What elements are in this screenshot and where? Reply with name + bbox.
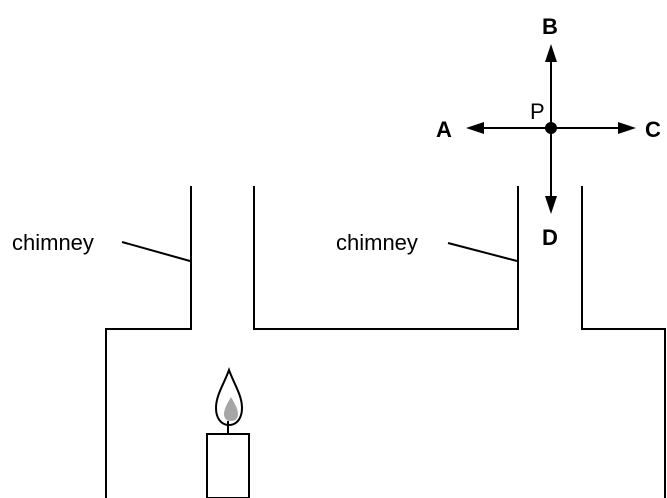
left-chimney-leader-line bbox=[121, 241, 191, 262]
right-chimney-label: chimney bbox=[336, 230, 418, 255]
right-chimney-leader-line bbox=[447, 242, 518, 262]
flame-inner-icon bbox=[224, 397, 238, 421]
candle bbox=[206, 367, 250, 498]
direction-d-label: D bbox=[542, 225, 558, 250]
arrowhead-right-icon bbox=[618, 122, 636, 134]
direction-arrows bbox=[466, 44, 636, 214]
point-p-label: P bbox=[530, 99, 545, 124]
direction-a-label: A bbox=[436, 117, 452, 142]
arrowhead-up-icon bbox=[545, 44, 557, 62]
box-outline-left bbox=[105, 186, 192, 498]
direction-b-label: B bbox=[542, 14, 558, 39]
box-outline-middle bbox=[253, 186, 519, 330]
point-p-dot bbox=[545, 122, 557, 134]
box-outline-right bbox=[581, 186, 666, 498]
flame-outer-icon bbox=[214, 367, 244, 427]
left-chimney-label: chimney bbox=[12, 230, 94, 255]
arrowhead-down-icon bbox=[545, 196, 557, 214]
direction-c-label: C bbox=[645, 117, 661, 142]
arrowhead-left-icon bbox=[466, 122, 484, 134]
candle-body bbox=[206, 433, 250, 498]
